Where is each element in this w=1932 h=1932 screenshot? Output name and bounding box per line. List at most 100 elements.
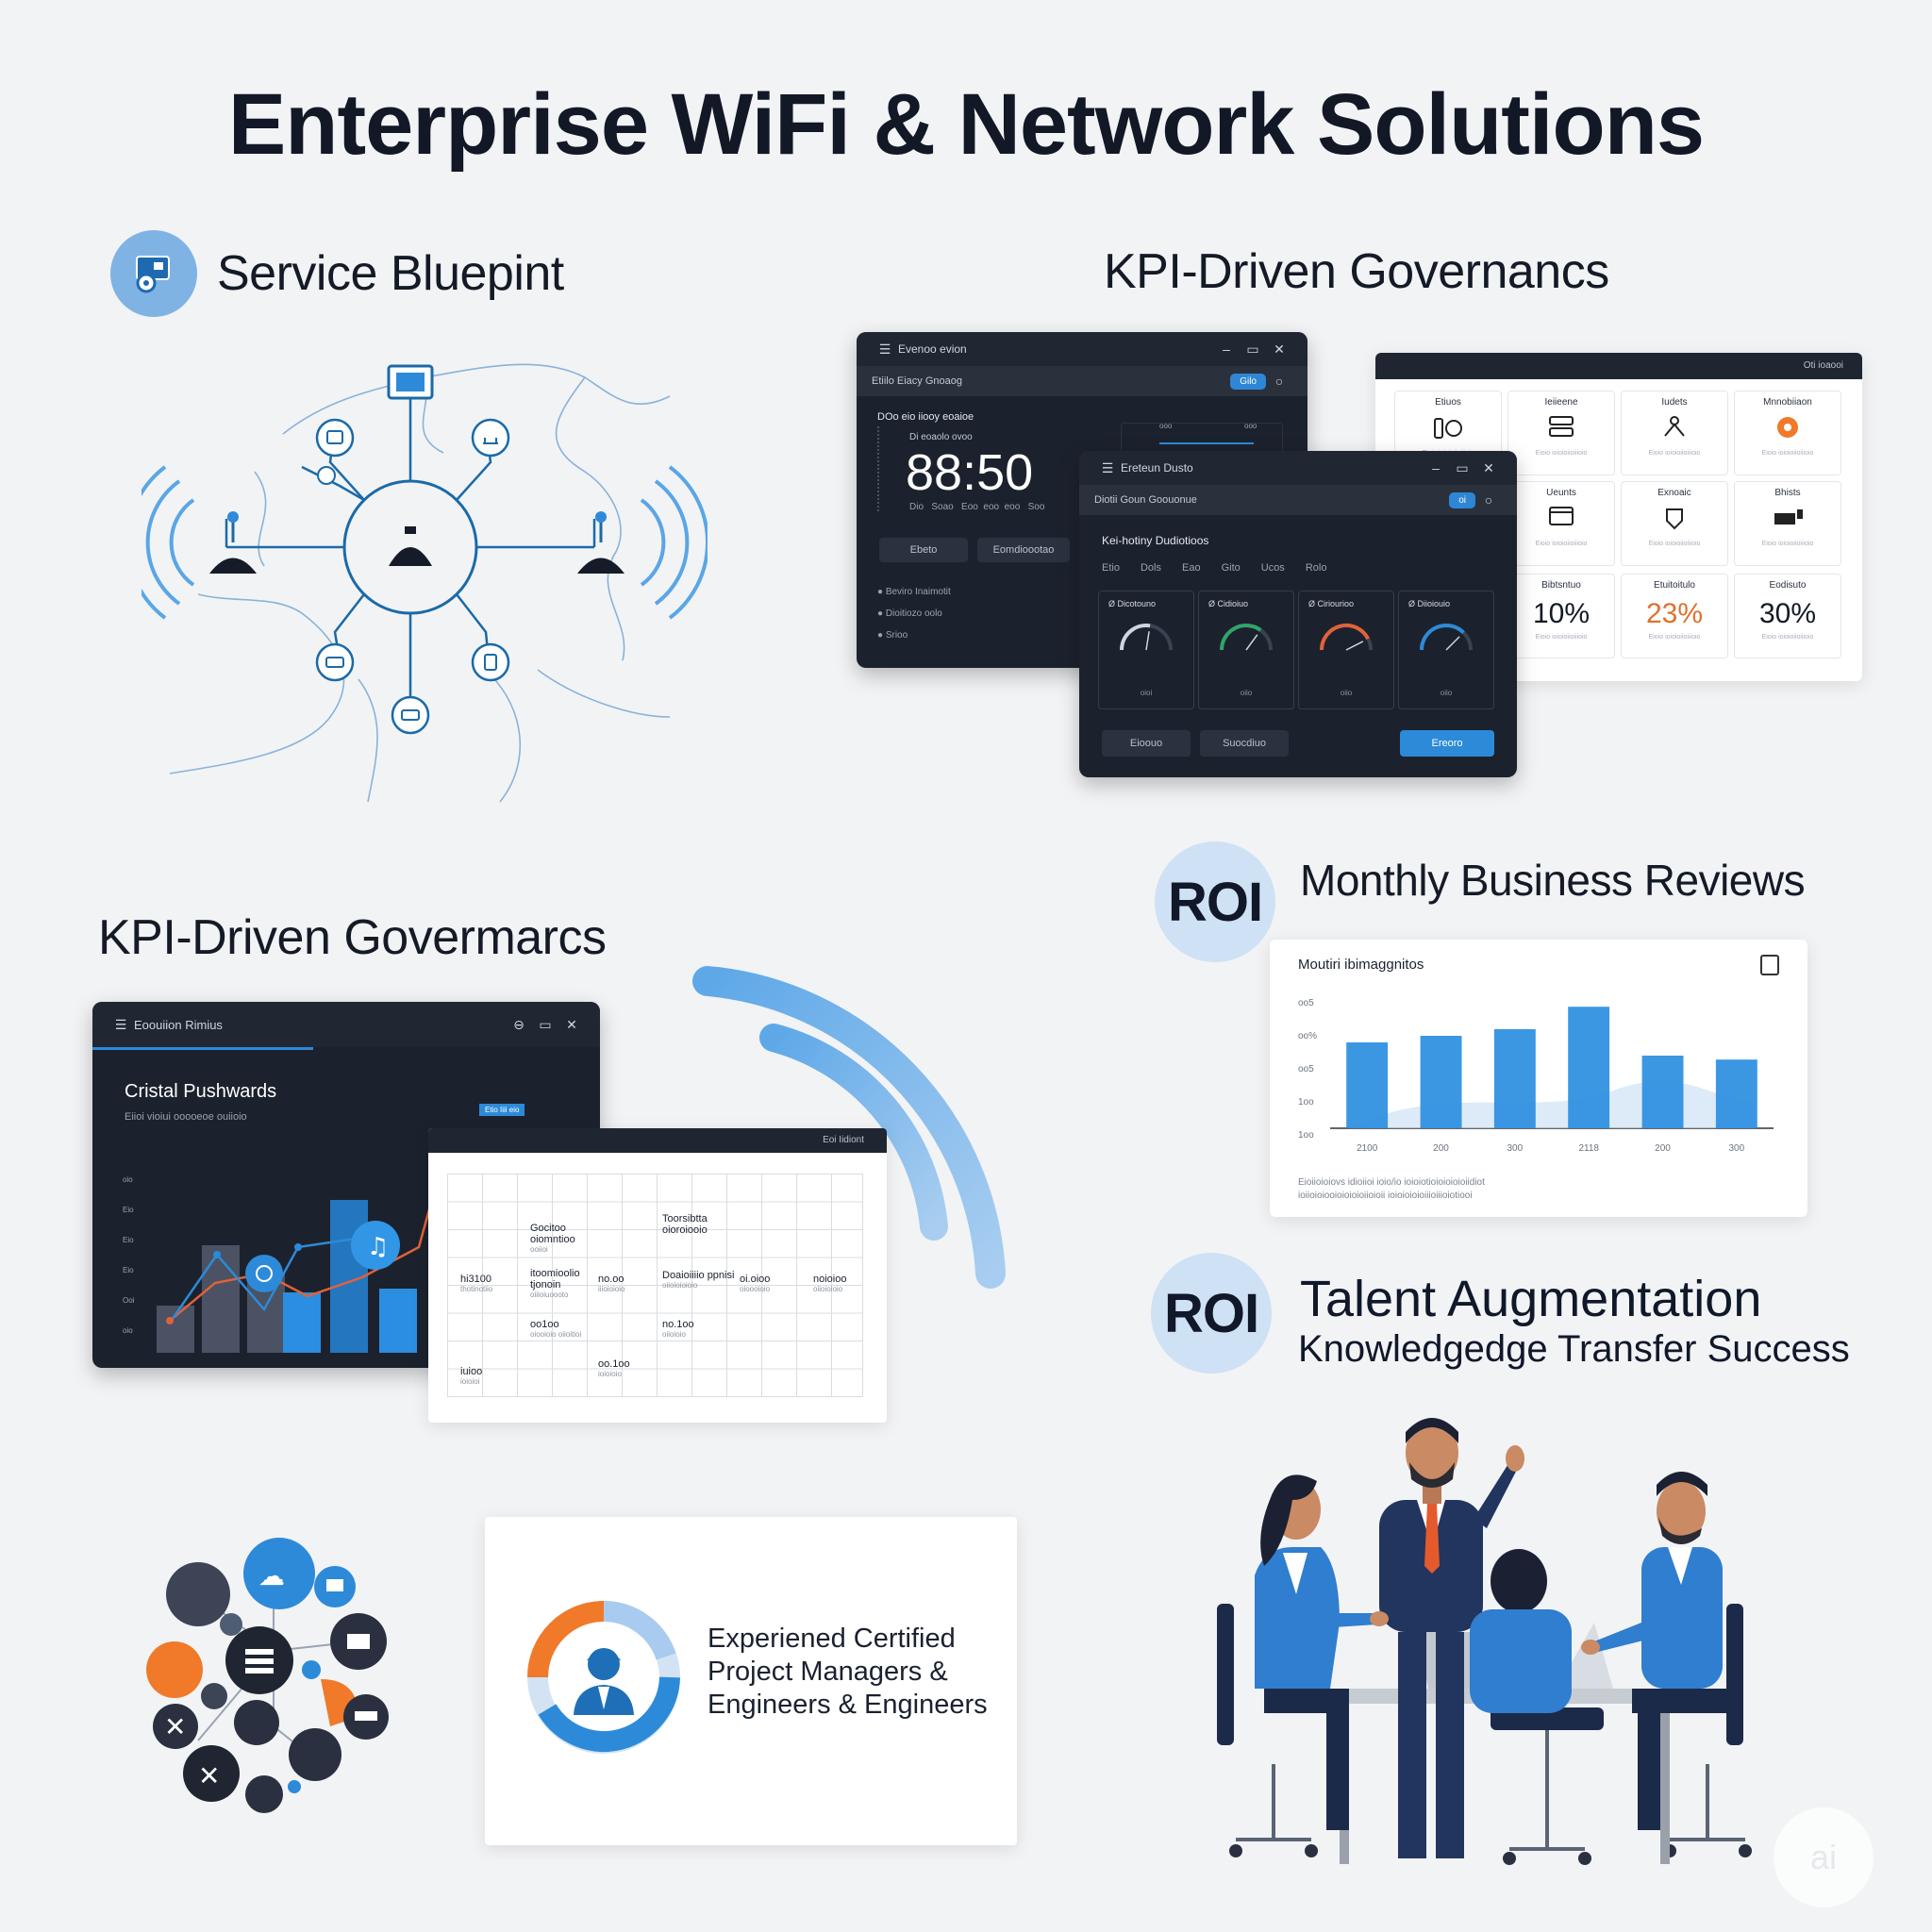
gauge-label: Ø Diioiouio [1408, 599, 1451, 608]
close-icon[interactable]: ✕ [1483, 459, 1494, 475]
gauge-label: Ø Cidioiuo [1208, 599, 1249, 608]
minimize-icon[interactable]: ⊖ [513, 1016, 525, 1032]
cell-value: iuioo [460, 1366, 483, 1377]
maximize-icon[interactable]: ▭ [539, 1016, 552, 1032]
search-icon[interactable]: ○ [1274, 374, 1284, 389]
close-icon[interactable]: ✕ [566, 1016, 577, 1032]
tab[interactable]: Gito [1221, 562, 1241, 574]
node-phone-icon [471, 642, 510, 682]
cell-subtext: ioioioio [598, 1370, 622, 1378]
y-label: Eio [123, 1266, 134, 1274]
access-point-icon [389, 547, 432, 566]
mini-chart-label: ooo [1159, 422, 1173, 430]
menu-icon[interactable]: ☰ [878, 341, 891, 357]
tab[interactable]: Dols [1140, 562, 1161, 574]
gauge-needle [1145, 631, 1150, 651]
tab[interactable]: Ucos [1260, 562, 1285, 574]
gauges-window: ☰ Ereteun Dusto – ▭ ✕ Diotii Goun Goouon… [1079, 451, 1517, 777]
list-item[interactable]: ● Dioitiozo oolo [877, 608, 942, 619]
svg-text:✕: ✕ [164, 1711, 186, 1742]
tile-label: Bhists [1774, 488, 1801, 498]
tile-caption: Eioio ioioioiioiiioio [1761, 634, 1814, 641]
monitor-icon [1508, 498, 1614, 537]
tile-percentage: 10% [1532, 598, 1591, 629]
x-tick-label: 2118 [1578, 1143, 1599, 1154]
timer-button-1[interactable]: Ebeto [879, 538, 968, 562]
list-item[interactable]: ● Beviro Inaimotit [877, 587, 951, 597]
svg-text:☁: ☁ [258, 1560, 285, 1591]
menu-icon[interactable]: ☰ [114, 1016, 127, 1032]
tile-label: Bibtsntuo [1541, 580, 1581, 591]
menu-icon[interactable]: ☰ [1101, 459, 1114, 475]
cell-subtext: oiioioioioio [662, 1281, 698, 1290]
experts-line-3: Engineers & Engineers [708, 1690, 988, 1720]
minimize-icon[interactable]: – [1223, 341, 1230, 357]
maximize-icon[interactable]: ▭ [1456, 459, 1469, 475]
search-icon[interactable]: ○ [1484, 492, 1493, 508]
cell-subtext: ioioioi [460, 1377, 480, 1386]
talent-heading: Talent Augmentation [1300, 1271, 1762, 1327]
experts-line-1: Experiened Certified [708, 1624, 956, 1654]
monthly-roi-badge: ROI [1155, 841, 1275, 962]
x-tick-label: 200 [1433, 1143, 1449, 1154]
kpi-top-heading: KPI-Driven Governancs [1104, 244, 1609, 299]
chart-menu-icon[interactable] [1760, 955, 1779, 975]
close-icon[interactable]: ✕ [1274, 341, 1285, 357]
chart-marker-icon [245, 1255, 283, 1292]
tab[interactable]: Rolo [1305, 562, 1327, 574]
timer-window-subtitle: Etiilo Eiacy Gnoaog [872, 375, 962, 387]
wifi-signal-right-icon [640, 465, 708, 620]
tab[interactable]: Eao [1181, 562, 1201, 574]
cell-value: no.oo [598, 1274, 625, 1285]
shield-icon [1622, 498, 1727, 537]
cell-subtext: oioooioio [740, 1285, 771, 1293]
gauge-needle [1245, 634, 1258, 651]
tab[interactable]: Etio [1102, 562, 1120, 574]
list-item[interactable]: ● Srioo [877, 630, 908, 641]
map-outline [169, 363, 671, 803]
gauges-button-2[interactable]: Suocdiuo [1200, 730, 1289, 757]
gauges-button-1[interactable]: Eioouo [1102, 730, 1191, 757]
timer-dotted-rail [877, 426, 883, 511]
maximize-icon[interactable]: ▭ [1246, 341, 1259, 357]
minimize-icon[interactable]: – [1432, 460, 1440, 475]
cell-value: itoomioolio tjonoin [530, 1268, 580, 1291]
chart-title: Moutiri ibimaggnitos [1298, 957, 1424, 973]
router-icon [1735, 498, 1840, 537]
experts-card: Experiened Certified Project Managers & … [485, 1517, 1017, 1845]
tile-label: Etiuos [1435, 397, 1461, 408]
access-point-right-icon [577, 511, 625, 574]
y-label: Eio [123, 1206, 134, 1214]
gauges-window-titlebar: ☰ Ereteun Dusto – ▭ ✕ [1079, 451, 1517, 485]
timer-button-2[interactable]: Eomdioootao [977, 538, 1070, 562]
tile-caption: Eioio ioioioiioiiioio [1648, 634, 1701, 641]
table-cell: Toorsibtta oioroiooio [662, 1213, 741, 1236]
wifi-icon [1395, 408, 1501, 446]
gauges-pill-button[interactable]: oi [1449, 491, 1475, 508]
gauge-footer: oioi [1140, 689, 1153, 697]
gauges-primary-button[interactable]: Ereoro [1400, 730, 1494, 757]
gauge-dial [1319, 623, 1373, 651]
chart-bar [1493, 1029, 1536, 1128]
timer-pill-button[interactable]: Gilo [1230, 373, 1266, 390]
gauge-dial [1220, 624, 1273, 651]
chart-note-icon [351, 1221, 400, 1270]
gear-icon [1735, 408, 1840, 446]
